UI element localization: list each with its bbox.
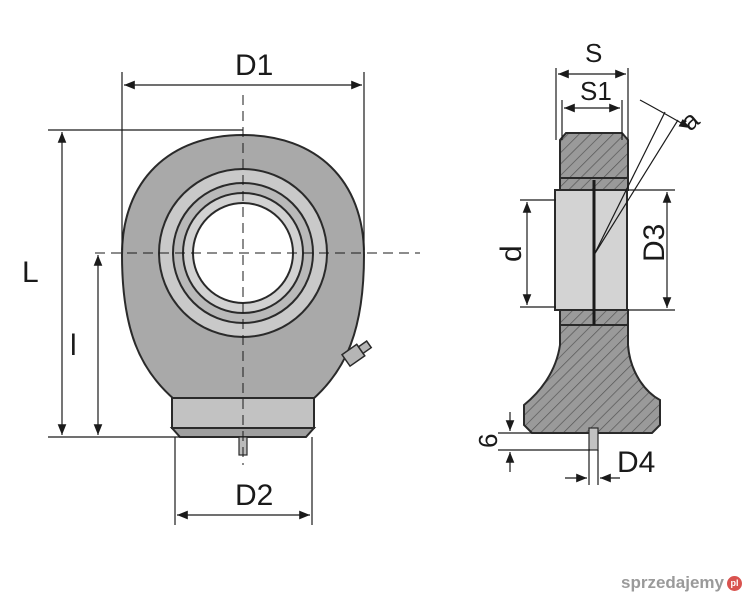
l-lower-label: l <box>70 329 77 362</box>
section-view: S S1 a d D3 6 D4 <box>473 38 705 485</box>
front-view: D1 L l D2 <box>22 49 420 525</box>
housing-top <box>559 132 629 179</box>
d-label: d <box>495 245 528 262</box>
s-label: S <box>585 38 602 68</box>
watermark-badge-icon: pl <box>727 575 742 591</box>
angle-arc <box>639 99 691 129</box>
s1-label: S1 <box>580 76 612 106</box>
d4-label: D4 <box>617 446 655 479</box>
six-label: 6 <box>473 434 503 448</box>
section-pin <box>588 427 599 451</box>
d1-label: D1 <box>235 49 273 82</box>
d3-label: D3 <box>638 224 671 262</box>
housing-stem <box>523 324 661 434</box>
l-upper-label: L <box>22 256 39 289</box>
d2-label: D2 <box>235 479 273 512</box>
grease-nipple <box>340 340 373 368</box>
watermark-text: sprzedajemy <box>621 573 724 592</box>
bearing-ball <box>554 189 628 311</box>
watermark: sprzedajemy pl <box>621 573 742 593</box>
angle-label: a <box>675 104 706 137</box>
